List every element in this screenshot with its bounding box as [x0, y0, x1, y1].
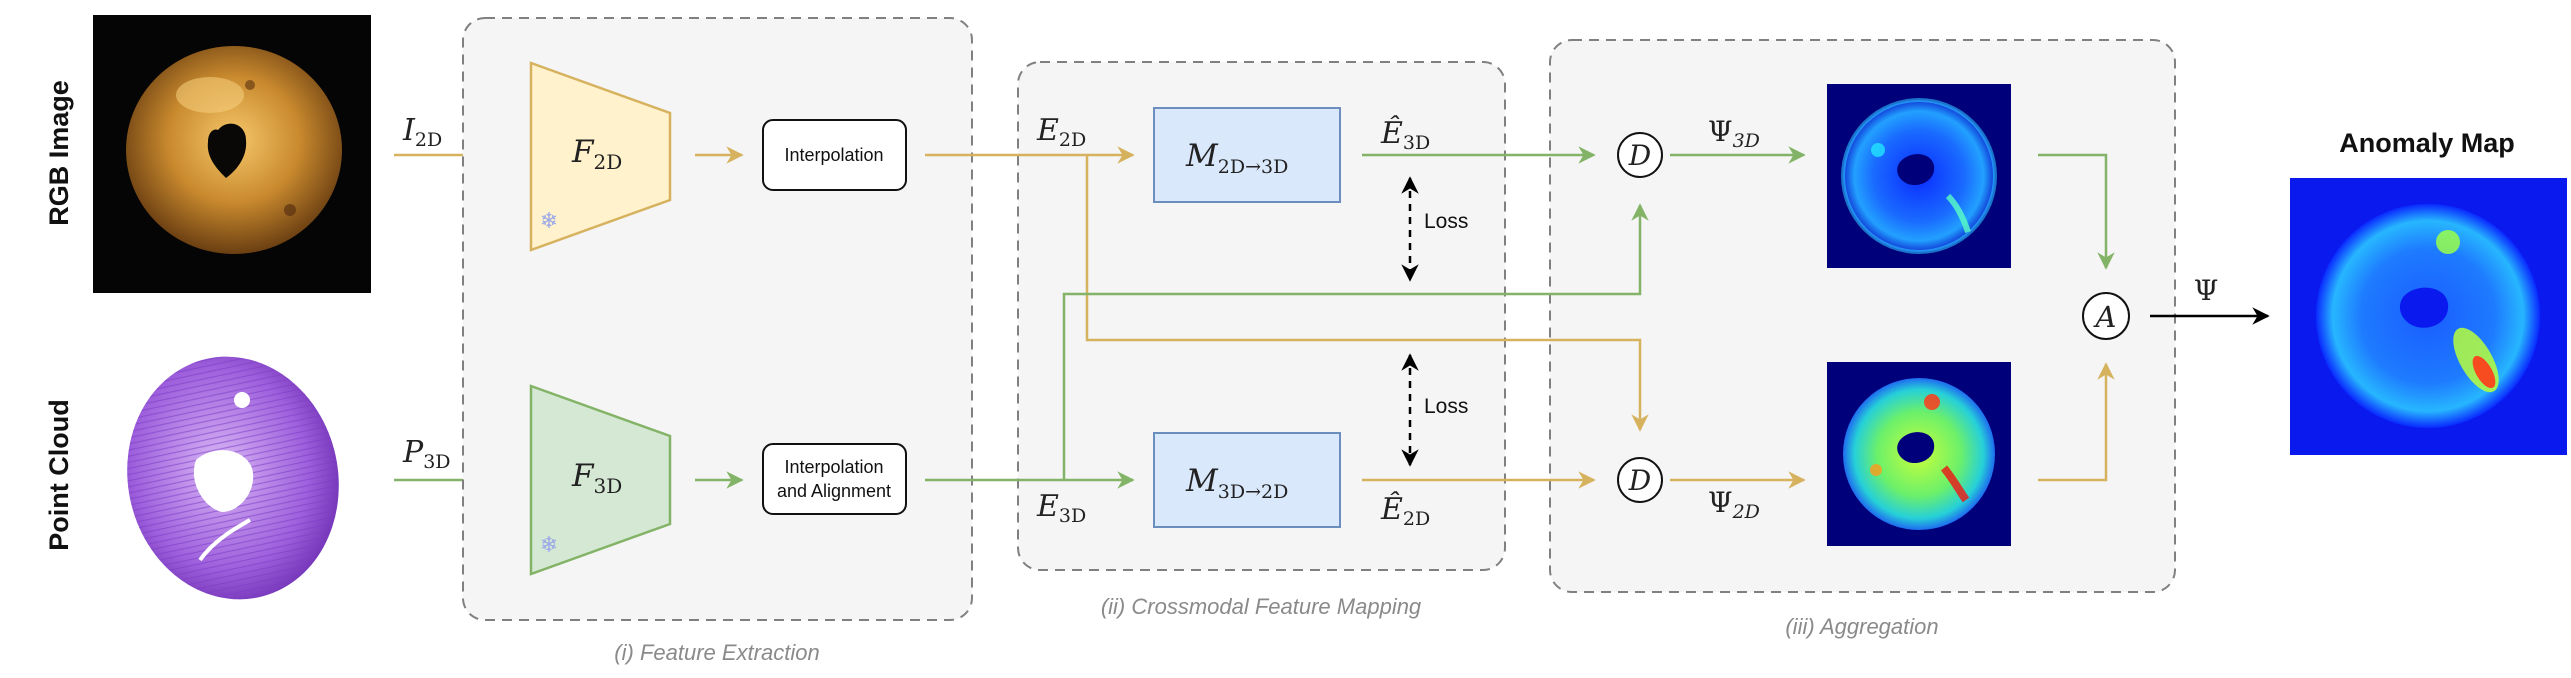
- mapping-3d-to-2d: [1153, 432, 1341, 528]
- aggregation-node: [2082, 292, 2130, 340]
- interpolation-alignment-box: [762, 443, 907, 515]
- loss-label-bottom: Loss: [1424, 395, 1468, 418]
- snowflake-icon: ❄: [540, 533, 558, 558]
- arrow-psi2d-agg: [2038, 362, 2115, 482]
- snowflake-icon: ❄: [540, 209, 558, 234]
- predicted-label-e3d: Ê3D: [1380, 115, 1430, 154]
- feature-label-e3d: E3D: [1036, 489, 1086, 527]
- distance-symbol-2d: D: [1628, 464, 1651, 497]
- distance-symbol-3d: D: [1628, 139, 1651, 172]
- side-label-rgb: RGB Image: [44, 80, 74, 226]
- point-cloud-image: [127, 356, 339, 600]
- anomaly-map-title: Anomaly Map: [2339, 128, 2515, 158]
- input-label-i2d: I2D: [402, 113, 442, 151]
- predicted-label-e2d: Ê2D: [1380, 491, 1430, 530]
- caption-crossmodal: (ii) Crossmodal Feature Mapping: [1101, 594, 1422, 619]
- distance-node-3d: [1617, 132, 1663, 178]
- interpolation-label: Interpolation: [784, 145, 883, 165]
- extractor-2d-label: F2D: [571, 134, 622, 174]
- heatmap-2d: [1827, 362, 2011, 546]
- aggregation-symbol: A: [2093, 300, 2117, 334]
- anomaly-map: [2290, 178, 2567, 455]
- interpolation-alignment-line1: Interpolation: [784, 457, 883, 477]
- score-label-psi2d: Ψ2D: [1708, 486, 1760, 523]
- heatmap-3d: [1827, 84, 2011, 268]
- interpolation-box: [762, 119, 907, 191]
- distance-node-2d: [1617, 457, 1663, 503]
- connector-e2d-to-d2d: [1085, 155, 1649, 432]
- panel-crossmodal-mapping: [1017, 61, 1506, 571]
- loss-label-top: Loss: [1424, 210, 1468, 233]
- connector-e3d-to-d3d: [1062, 203, 1649, 480]
- score-label-psi3d: Ψ3D: [1708, 115, 1760, 152]
- feature-label-e2d: E2D: [1036, 113, 1086, 151]
- mapping-3d-to-2d-label: M3D→2D: [1185, 463, 1288, 503]
- interpolation-alignment-line2: and Alignment: [777, 481, 891, 501]
- caption-feature-extraction: (i) Feature Extraction: [614, 640, 819, 665]
- rgb-image: [93, 15, 371, 293]
- caption-aggregation: (iii) Aggregation: [1785, 614, 1938, 639]
- arrow-psi3d-agg: [2038, 153, 2115, 270]
- extractor-3d-label: F3D: [571, 458, 622, 498]
- side-label-point-cloud: Point Cloud: [44, 399, 74, 550]
- input-label-p3d: P3D: [402, 435, 451, 473]
- mapping-2d-to-3d: [1153, 107, 1341, 203]
- extractor-2d: [529, 61, 672, 252]
- extractor-3d: [529, 384, 672, 576]
- score-label-psi: Ψ: [2194, 274, 2219, 307]
- mapping-2d-to-3d-label: M2D→3D: [1185, 138, 1288, 178]
